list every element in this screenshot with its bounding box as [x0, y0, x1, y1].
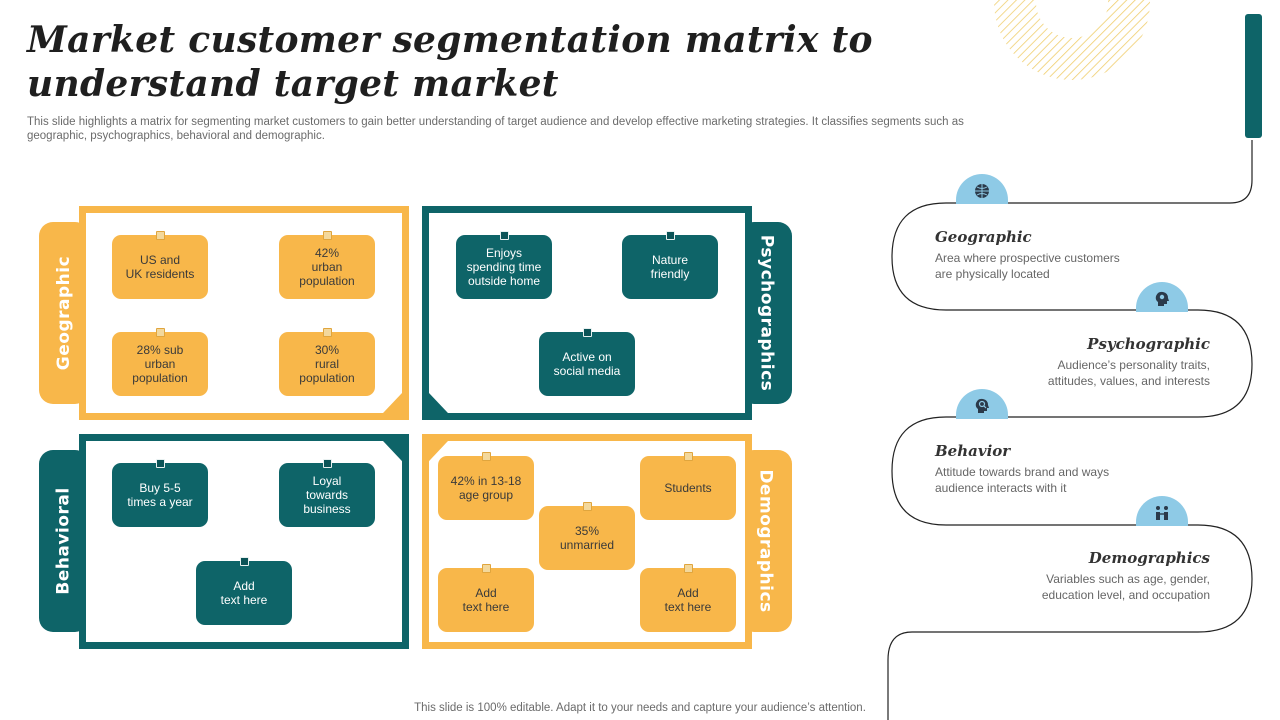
globe-icon	[956, 174, 1008, 204]
demographics-item: 35% unmarried	[539, 502, 635, 570]
psychographics-item: Active on social media	[539, 328, 635, 396]
demographics-item: Students	[640, 452, 736, 520]
segment-title: Geographic	[935, 228, 1032, 246]
geographic-label: Geographic	[54, 255, 74, 371]
psychographics-item: Nature friendly	[622, 231, 718, 299]
behavioral-item: Add text here	[196, 557, 292, 625]
behavioral-item: Loyal towards business	[279, 459, 375, 527]
demographics-item: Add text here	[438, 564, 534, 632]
demographics-label: Demographics	[756, 469, 777, 613]
timeline-path	[887, 140, 1253, 720]
segment-description: Attitude towards brand and ways audience…	[935, 465, 1110, 495]
geographic-item: 30% rural population	[279, 328, 375, 396]
segment-description: Audience’s personality traits, attitudes…	[1047, 358, 1210, 388]
decorative-hatched-circle	[994, 0, 1150, 80]
segment-description: Area where prospective customers are phy…	[935, 251, 1120, 281]
demographics-item: Add text here	[640, 564, 736, 632]
psychographics-label: Psychographics	[756, 234, 777, 392]
segment-timeline: Geographic Area where prospective custom…	[880, 0, 1280, 720]
demographics-item: 42% in 13-18 age group	[438, 452, 534, 520]
segment-title: Behavior	[935, 442, 1011, 460]
accent-bar	[1245, 14, 1262, 138]
geographic-item: 42% urban population	[279, 231, 375, 299]
page-title: Market customer segmentation matrix to u…	[27, 19, 873, 105]
segment-description: Variables such as age, gender, education…	[1041, 572, 1210, 602]
segment-title: Psychographic	[1087, 335, 1210, 353]
page-subtitle: This slide highlights a matrix for segme…	[27, 116, 964, 142]
behavioral-label: Behavioral	[54, 487, 74, 595]
psychographics-item: Enjoys spending time outside home	[456, 231, 552, 299]
segment-title: Demographics	[1088, 549, 1210, 567]
behavioral-item: Buy 5-5 times a year	[112, 459, 208, 527]
geographic-item: US and UK residents	[112, 231, 208, 299]
geographic-item: 28% sub urban population	[112, 328, 208, 396]
footer-note: This slide is 100% editable. Adapt it to…	[414, 702, 866, 714]
